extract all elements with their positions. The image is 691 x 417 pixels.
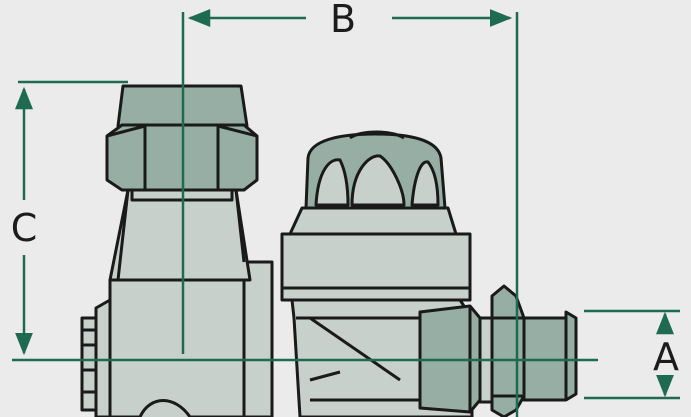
valve-body xyxy=(80,183,274,417)
dimension-label-c: C xyxy=(11,206,38,250)
valve-lower-block xyxy=(108,278,252,417)
valve-stem-neck xyxy=(108,188,252,282)
valve-left-cap xyxy=(80,298,112,417)
dimension-label-a: A xyxy=(653,335,679,379)
head-ring xyxy=(288,206,458,236)
dimension-lines xyxy=(12,9,680,417)
outlet-tail xyxy=(522,310,578,402)
top-hex-nut xyxy=(105,84,259,192)
valve-side-flange xyxy=(242,260,274,417)
dimension-label-b: B xyxy=(330,0,356,41)
head-housing xyxy=(280,232,472,302)
thermostatic-head xyxy=(280,130,474,417)
